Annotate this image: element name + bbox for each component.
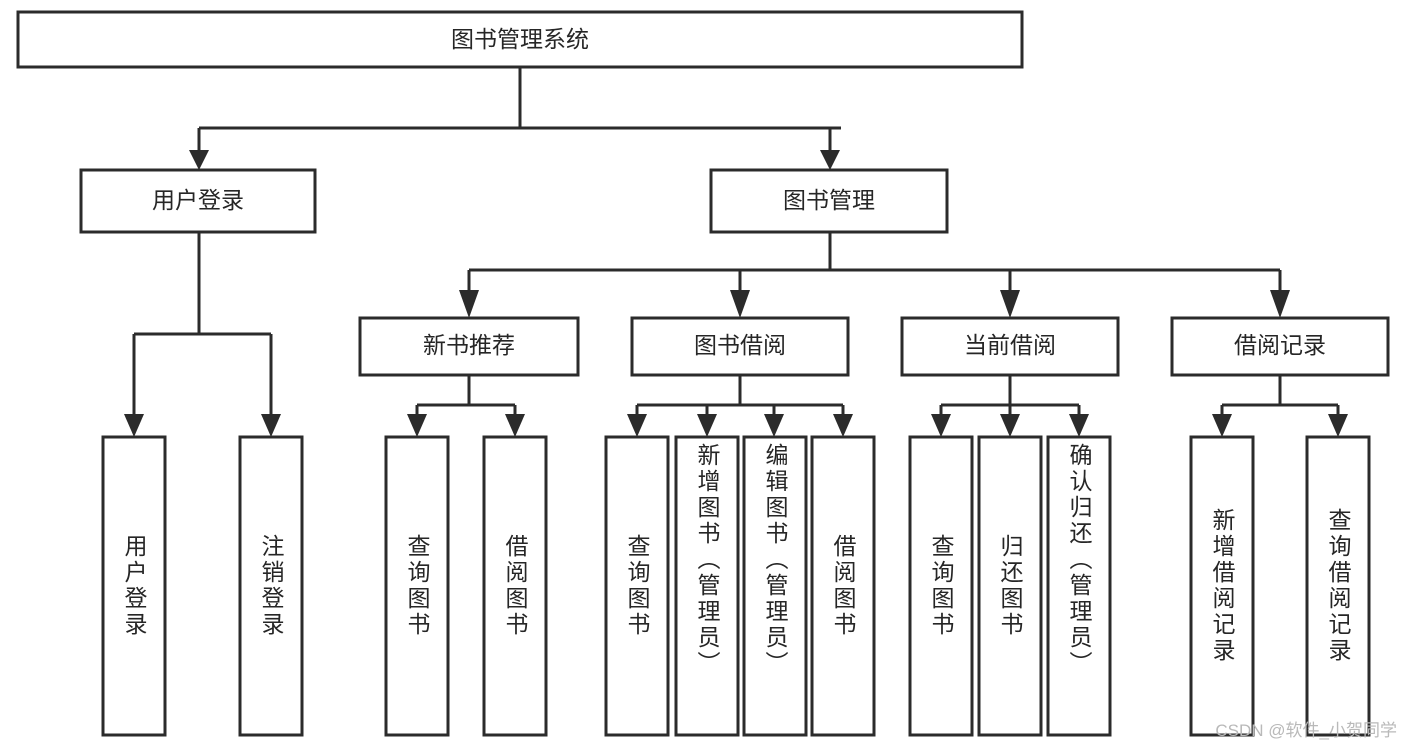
leaf-confirm-return-admin-box[interactable] <box>1046 435 1112 737</box>
leaf-current-query-label: 查询图书 <box>928 534 954 638</box>
node-user-login[interactable]: 用户登录 <box>79 168 317 234</box>
leaf-return-book-box[interactable] <box>977 435 1043 737</box>
arrowhead-leaf-user-login <box>124 414 144 437</box>
arrowhead-current-child-3 <box>1069 414 1089 437</box>
node-root-label: 图书管理系统 <box>451 26 589 52</box>
leaf-user-login[interactable]: 用户登录 <box>101 435 167 737</box>
leaf-return-book-text-wrap: 归还图书 <box>997 534 1023 638</box>
node-current-borrow-label: 当前借阅 <box>964 332 1056 358</box>
arrowhead-borrow <box>730 290 750 318</box>
arrowhead-borrow-child-2 <box>697 414 717 437</box>
arrowhead-user-login <box>189 150 209 170</box>
node-root[interactable]: 图书管理系统 <box>16 10 1024 69</box>
node-book-management-label: 图书管理 <box>783 187 875 213</box>
leaf-newbook-borrow[interactable]: 借阅图书 <box>482 435 548 737</box>
node-book-borrow-box[interactable] <box>630 316 850 377</box>
leaf-add-borrow-record-box[interactable] <box>1189 435 1255 737</box>
leaf-query-borrow-record-label: 查询借阅记录 <box>1325 508 1351 664</box>
node-user-login-box[interactable] <box>79 168 317 234</box>
leaf-confirm-return-admin-label: 确认归还（管理员） <box>1066 443 1092 677</box>
leaf-add-borrow-record-label: 新增借阅记录 <box>1209 508 1235 664</box>
leaf-query-borrow-record-box[interactable] <box>1305 435 1371 737</box>
leaf-borrow-book-label: 借阅图书 <box>830 534 856 638</box>
leaf-return-book[interactable]: 归还图书 <box>977 435 1043 737</box>
leaf-user-login-label: 用户登录 <box>121 534 147 638</box>
leaf-add-book-admin-text-wrap: 新增图书（管理员） <box>694 443 720 677</box>
arrowhead-book-mgmt <box>820 150 840 170</box>
node-borrow-record[interactable]: 借阅记录 <box>1170 316 1390 377</box>
leaf-logout[interactable]: 注销登录 <box>238 435 304 737</box>
leaf-query-borrow-record[interactable]: 查询借阅记录 <box>1305 435 1371 737</box>
node-current-borrow-box[interactable] <box>900 316 1120 377</box>
leaf-borrow-book[interactable]: 借阅图书 <box>810 435 876 737</box>
arrowhead-newbook-child-1 <box>407 414 427 437</box>
leaf-newbook-query-box[interactable] <box>384 435 450 737</box>
arrowhead-record-child-2 <box>1328 414 1348 437</box>
leaf-borrow-book-text-wrap: 借阅图书 <box>830 534 856 638</box>
arrowhead-current-child-1 <box>931 414 951 437</box>
leaf-edit-book-admin-text-wrap: 编辑图书（管理员） <box>762 443 788 677</box>
arrowhead-newbook <box>459 290 479 318</box>
leaf-newbook-query-label: 查询图书 <box>404 534 430 638</box>
node-book-borrow[interactable]: 图书借阅 <box>630 316 850 377</box>
node-book-management[interactable]: 图书管理 <box>709 168 949 234</box>
node-book-borrow-label: 图书借阅 <box>694 332 786 358</box>
leaf-current-query-box[interactable] <box>908 435 974 737</box>
leaf-logout-label: 注销登录 <box>258 534 284 638</box>
leaf-borrow-query-box[interactable] <box>604 435 670 737</box>
leaf-logout-text-wrap: 注销登录 <box>258 534 284 638</box>
arrowhead-borrow-child-3 <box>764 414 784 437</box>
arrowhead-current-child-2 <box>1000 414 1020 437</box>
leaf-newbook-query[interactable]: 查询图书 <box>384 435 450 737</box>
node-borrow-record-box[interactable] <box>1170 316 1390 377</box>
leaf-confirm-return-admin-text-wrap: 确认归还（管理员） <box>1066 443 1092 677</box>
node-borrow-record-label: 借阅记录 <box>1234 332 1326 358</box>
leaf-user-login-text-wrap: 用户登录 <box>121 534 147 638</box>
arrowhead-leaf-logout <box>261 414 281 437</box>
leaf-edit-book-admin[interactable]: 编辑图书（管理员） <box>742 435 808 737</box>
leaf-borrow-query[interactable]: 查询图书 <box>604 435 670 737</box>
arrowhead-newbook-child-2 <box>505 414 525 437</box>
arrowhead-borrow-child-1 <box>627 414 647 437</box>
arrowhead-record-child-1 <box>1212 414 1232 437</box>
leaf-add-borrow-record-text-wrap: 新增借阅记录 <box>1209 508 1235 664</box>
arrowhead-current <box>1000 290 1020 318</box>
leaf-current-query-text-wrap: 查询图书 <box>928 534 954 638</box>
leaf-borrow-query-label: 查询图书 <box>624 534 650 638</box>
leaf-add-book-admin-label: 新增图书（管理员） <box>694 443 720 677</box>
node-new-book-recommend-label: 新书推荐 <box>423 332 515 358</box>
leaf-borrow-book-box[interactable] <box>810 435 876 737</box>
leaf-edit-book-admin-box[interactable] <box>742 435 808 737</box>
edges-layer <box>124 67 1348 437</box>
node-book-management-box[interactable] <box>709 168 949 234</box>
arrowhead-borrow-child-4 <box>833 414 853 437</box>
leaf-add-book-admin-box[interactable] <box>674 435 740 737</box>
leaf-user-login-box[interactable] <box>101 435 167 737</box>
leaf-logout-box[interactable] <box>238 435 304 737</box>
leaf-add-book-admin[interactable]: 新增图书（管理员） <box>674 435 740 737</box>
leaf-newbook-borrow-box[interactable] <box>482 435 548 737</box>
leaf-edit-book-admin-label: 编辑图书（管理员） <box>762 443 788 677</box>
leaf-query-borrow-record-text-wrap: 查询借阅记录 <box>1325 508 1351 664</box>
leaf-add-borrow-record[interactable]: 新增借阅记录 <box>1189 435 1255 737</box>
node-new-book-recommend-box[interactable] <box>358 316 580 377</box>
node-current-borrow[interactable]: 当前借阅 <box>900 316 1120 377</box>
node-root-box[interactable] <box>16 10 1024 69</box>
leaf-current-query[interactable]: 查询图书 <box>908 435 974 737</box>
leaf-newbook-borrow-label: 借阅图书 <box>502 534 528 638</box>
leaf-borrow-query-text-wrap: 查询图书 <box>624 534 650 638</box>
node-user-login-label: 用户登录 <box>152 187 244 213</box>
leaf-return-book-label: 归还图书 <box>997 534 1023 638</box>
node-new-book-recommend[interactable]: 新书推荐 <box>358 316 580 377</box>
leaf-confirm-return-admin[interactable]: 确认归还（管理员） <box>1046 435 1112 737</box>
leaf-newbook-query-text-wrap: 查询图书 <box>404 534 430 638</box>
nodes-layer: 图书管理系统 用户登录 图书管理 新书推荐 图书借阅 <box>16 10 1390 737</box>
leaf-newbook-borrow-text-wrap: 借阅图书 <box>502 534 528 638</box>
arrowhead-record <box>1270 290 1290 318</box>
